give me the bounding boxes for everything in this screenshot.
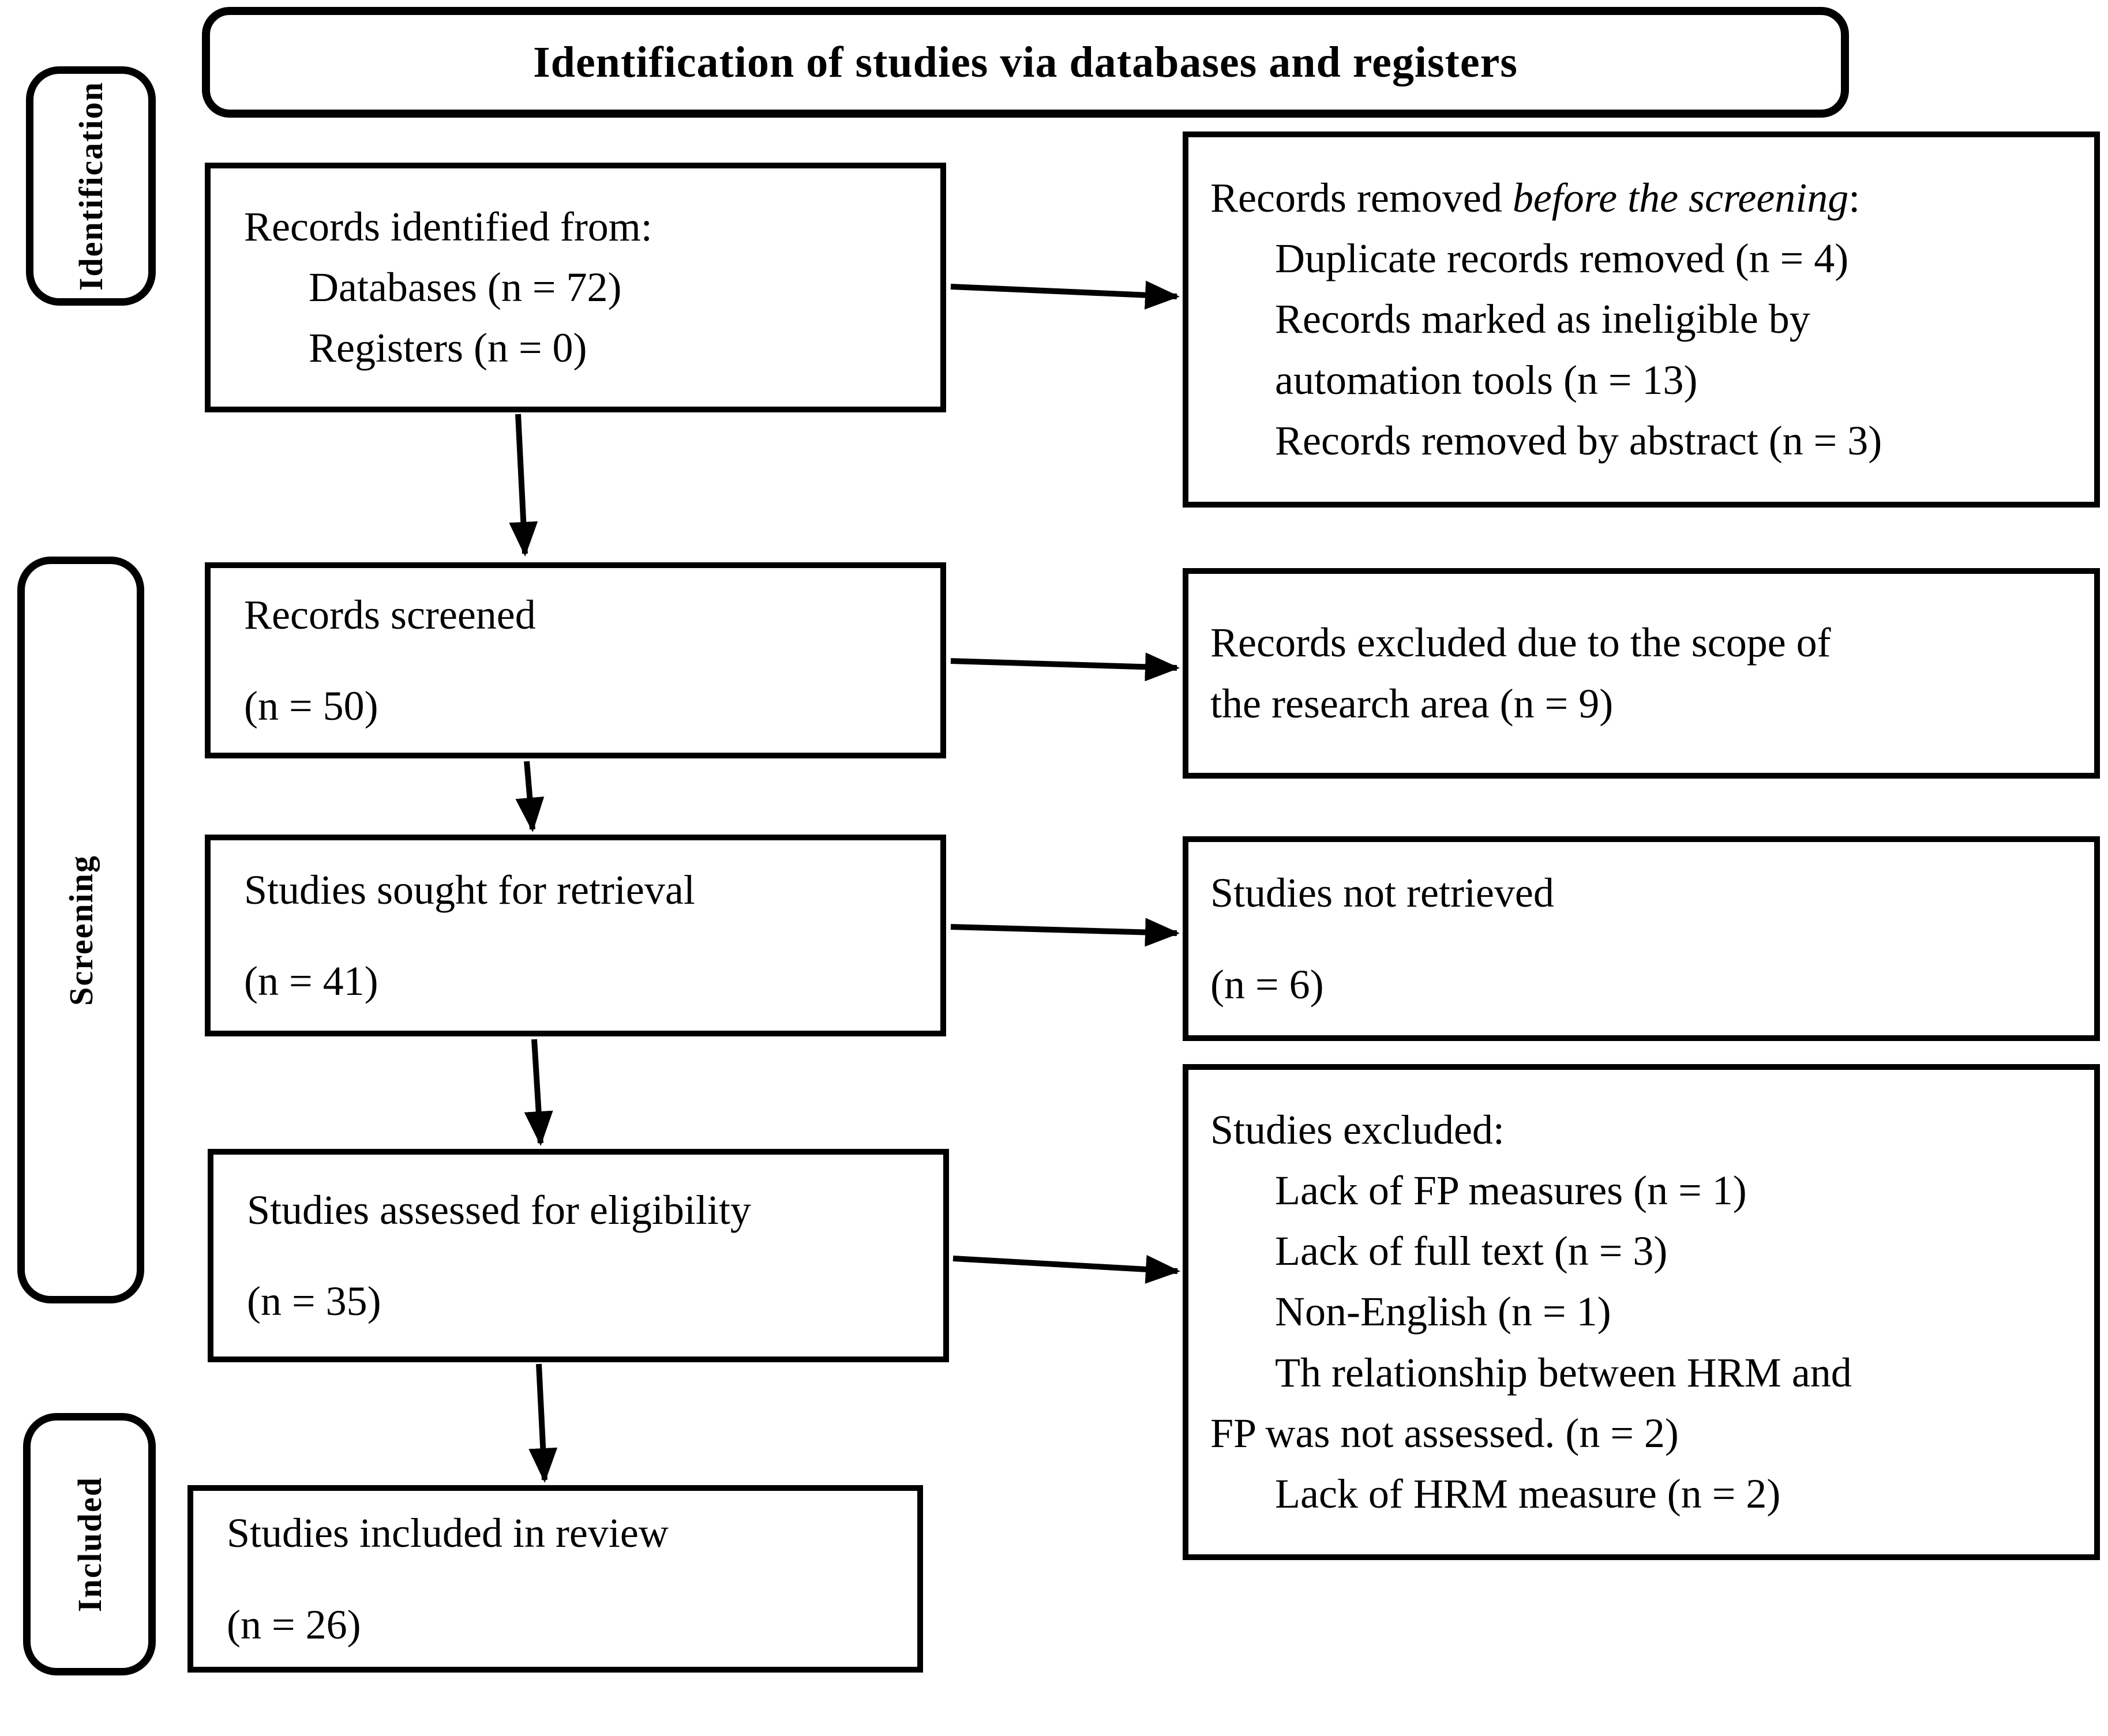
arrow-identified-to-removed [950,280,1180,310]
studies-excluded-non-english: Non-English (n = 1) [1275,1288,1611,1335]
records-identified-heading: Records identified from: [244,203,652,250]
studies-excluded-fp-measures: Lack of FP measures (n = 1) [1275,1167,1747,1214]
studies-excluded-full-text: Lack of full text (n = 3) [1275,1228,1668,1275]
stage-identification-label: Identification [72,81,110,291]
studies-excluded-relationship-2: FP was not assessed. (n = 2) [1210,1410,1679,1456]
records-excluded-line2: the research area (n = 9) [1210,680,1614,727]
studies-sought-label: Studies sought for retrieval [244,866,695,913]
stage-identification: Identification [26,66,156,306]
studies-excluded-relationship-1: Th relationship between HRM and [1275,1349,1852,1396]
arrow-sought-to-notretrieved [950,918,1180,947]
studies-included-label: Studies included in review [227,1510,669,1557]
box-studies-sought: Studies sought for retrieval (n = 41) [205,835,946,1036]
records-identified-registers: Registers (n = 0) [309,325,587,371]
studies-assessed-count: (n = 35) [247,1278,381,1324]
records-removed-ineligible-2: automation tools (n = 13) [1275,356,1698,403]
records-screened-label: Records screened [244,591,536,638]
stage-screening: Screening [17,557,144,1303]
studies-sought-count: (n = 41) [244,958,378,1004]
diagram-title: Identification of studies via databases … [533,37,1518,87]
studies-excluded-heading: Studies excluded: [1210,1107,1505,1153]
stage-screening-label: Screening [62,854,100,1006]
records-removed-heading: Records removed before the screening: [1210,168,2086,228]
stage-included-label: Included [70,1476,108,1613]
studies-assessed-label: Studies assessed for eligibility [247,1186,751,1233]
records-removed-heading-italic: before the screening [1512,175,1849,221]
records-removed-duplicates: Duplicate records removed (n = 4) [1275,235,1849,282]
records-identified-databases: Databases (n = 72) [309,264,622,310]
studies-included-count: (n = 26) [227,1601,361,1648]
studies-not-retrieved-count: (n = 6) [1210,961,1324,1008]
records-removed-heading-suffix: : [1848,175,1861,221]
box-studies-not-retrieved: Studies not retrieved (n = 6) [1183,836,2100,1041]
box-studies-included: Studies included in review (n = 26) [187,1485,923,1673]
records-screened-count: (n = 50) [244,683,378,729]
records-removed-abstract: Records removed by abstract (n = 3) [1275,417,1882,464]
box-records-identified: Records identified from: Databases (n = … [205,163,946,412]
studies-not-retrieved-label: Studies not retrieved [1210,870,1554,916]
studies-excluded-hrm-measure: Lack of HRM measure (n = 2) [1275,1470,1781,1517]
stage-included: Included [23,1413,156,1675]
records-excluded-line1: Records excluded due to the scope of [1210,619,1831,666]
arrow-assessed-to-included [528,1363,558,1483]
arrow-sought-to-assessed [524,1039,553,1146]
arrow-screened-to-excluded [950,652,1180,682]
arrow-assessed-to-studiesexcluded [952,1254,1180,1284]
title-banner: Identification of studies via databases … [202,7,1849,118]
arrow-screened-to-sought [515,761,545,832]
arrow-identified-to-screened [509,414,538,557]
records-removed-ineligible-1: Records marked as ineligible by [1275,296,1810,343]
box-records-excluded: Records excluded due to the scope of the… [1183,568,2100,779]
box-records-screened: Records screened (n = 50) [205,562,946,758]
box-studies-excluded: Studies excluded: Lack of FP measures (n… [1183,1064,2100,1560]
records-removed-heading-prefix: Records removed [1210,175,1513,221]
box-records-removed: Records removed before the screening: Du… [1183,131,2100,508]
box-studies-assessed: Studies assessed for eligibility (n = 35… [208,1149,949,1362]
